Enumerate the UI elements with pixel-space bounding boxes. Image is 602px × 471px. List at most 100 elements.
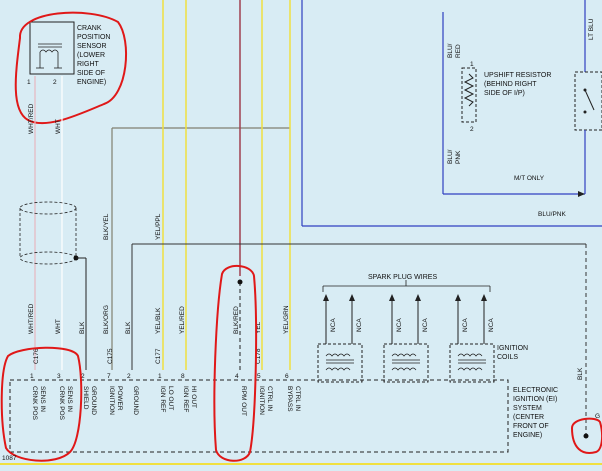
wire-label-yel-ppl: YEL/PPL <box>155 213 162 240</box>
module-pin-number: 7 <box>107 373 111 380</box>
module-pin-label: BYPASS <box>286 386 293 412</box>
crank-pins-annotation-circle <box>0 346 83 462</box>
resistor-pin-2: 2 <box>470 126 474 133</box>
module-pin-label: HI OUT <box>190 386 197 408</box>
resistor-label-1: UPSHIFT RESISTOR <box>484 72 551 79</box>
arrow-up-icon <box>481 294 487 301</box>
wire-label-wht: WHT <box>55 119 62 134</box>
ground-splice-dot <box>583 433 589 439</box>
module-pin-label: IGN REF <box>159 386 166 412</box>
wire-label-blk-lower: BLK <box>79 321 86 334</box>
module-pin-number: 1 <box>30 373 34 380</box>
ignition-coils-label-1: IGNITION <box>497 345 528 352</box>
crank-sensor-coil-icon <box>36 43 62 69</box>
wire-label-blu-red-2: RED <box>455 44 462 58</box>
arrow-icon <box>578 191 585 197</box>
resistor-label-3: SIDE OF I/P) <box>484 90 525 97</box>
sensor-pin-2: 2 <box>53 79 57 86</box>
module-pin-label: CTRL IN <box>294 386 301 411</box>
module-pin-number: 8 <box>181 373 185 380</box>
nca-label: NCA <box>356 318 363 332</box>
ei-module-title-5: FRONT OF <box>513 423 549 430</box>
ei-module-box <box>9 379 509 453</box>
wire-label-lt-blu: LT BLU <box>588 18 595 40</box>
crank-sensor-label-5: RIGHT <box>77 61 100 68</box>
nca-label: NCA <box>488 318 495 332</box>
crank-sensor-label-4: (LOWER <box>77 52 105 59</box>
resistor-icon <box>463 73 475 107</box>
switch-icon <box>584 89 595 111</box>
ei-module-title-6: ENGINE) <box>513 432 542 439</box>
wire-label-blu-pnk-1: BLU/ <box>447 149 454 164</box>
arrow-up-icon <box>389 294 395 301</box>
page-number: 1087 <box>2 455 17 462</box>
wire-label-blk: BLK <box>125 321 132 334</box>
module-pin-label: IGNITION <box>108 386 115 415</box>
right-edge-text: G <box>595 413 600 420</box>
module-pin-label: POWER <box>116 386 123 411</box>
module-pin-label: RPM OUT <box>240 386 247 416</box>
wire-label-blu-pnk-h: BLU/PNK <box>538 211 566 218</box>
module-pin-label: SENS IN <box>66 386 73 412</box>
crank-sensor-label-1: CRANK <box>77 25 102 32</box>
module-pin-label: IGNITION <box>258 386 265 415</box>
wire-label-blk-org: BLK/ORG <box>103 305 110 334</box>
nca-label: NCA <box>422 318 429 332</box>
module-pin-label: CRNK POS <box>58 386 65 421</box>
ei-module-title-4: (CENTER <box>513 414 544 421</box>
module-pin-number: 5 <box>257 373 261 380</box>
nca-label: NCA <box>396 318 403 332</box>
rpm-splice-dot <box>237 279 243 285</box>
crank-sensor-box <box>29 21 75 75</box>
module-pin-label: GROUND <box>90 386 97 415</box>
wire-label-yel-red: YEL/RED <box>179 306 186 334</box>
arrow-up-icon <box>455 294 461 301</box>
wire-label-yel: YEL <box>255 321 262 334</box>
module-pin-number: 3 <box>57 373 61 380</box>
resistor-box <box>461 67 477 123</box>
wire-label-blu-red-1: BLU/ <box>447 43 454 58</box>
wire-label-blk-right: BLK <box>577 367 584 380</box>
wire-label-blk-yel: BLK/YEL <box>103 213 110 240</box>
ignition-coil-1 <box>317 343 363 383</box>
arrow-up-icon <box>323 294 329 301</box>
connector-c178: C178 <box>255 348 262 364</box>
module-pin-label: LO OUT <box>167 386 174 410</box>
coil-icon <box>325 353 354 371</box>
arrow-up-icon <box>415 294 421 301</box>
module-pin-number: 2 <box>127 373 131 380</box>
nca-label: NCA <box>462 318 469 332</box>
module-pin-number: 1 <box>158 373 162 380</box>
ei-module-title-3: SYSTEM <box>513 405 542 412</box>
resistor-label-2: (BEHIND RIGHT <box>484 81 537 88</box>
crank-sensor-label-7: ENGINE) <box>77 79 106 86</box>
module-pin-number: 2 <box>81 373 85 380</box>
module-pin-label: IGN REF <box>182 386 189 412</box>
connector-c175: C175 <box>107 348 114 364</box>
wire-label-mt-only: M/T ONLY <box>514 175 545 182</box>
spark-plug-title: SPARK PLUG WIRES <box>368 274 437 281</box>
switch-box <box>574 71 602 131</box>
module-pin-label: CRNK POS <box>31 386 38 421</box>
wire-label-wht-red: WHT/RED <box>28 103 35 134</box>
sensor-pin-1: 1 <box>27 79 31 86</box>
ignition-coil-3 <box>449 343 495 383</box>
nca-label: NCA <box>330 318 337 332</box>
rpm-out-annotation-circle <box>213 265 258 462</box>
connector-c177: C177 <box>155 348 162 364</box>
sensor-annotation-circle <box>14 11 128 125</box>
ignition-coils: NCA NCA NCA NCA NCA NCA <box>317 294 495 383</box>
ei-module-title-2: IGNITION (EI) <box>513 396 557 403</box>
ignition-coils-label-2: COILS <box>497 354 518 361</box>
arrow-up-icon <box>349 294 355 301</box>
crank-sensor-label-6: SIDE OF <box>77 70 105 77</box>
module-pin-label: GROUND <box>132 386 139 415</box>
wire-label-blu-pnk-2: PNK <box>455 150 462 164</box>
wire-label-wht-lower: WHT <box>55 319 62 334</box>
module-pin-number: 4 <box>235 373 239 380</box>
wire-label-wht-red-lower: WHT/RED <box>28 303 35 334</box>
